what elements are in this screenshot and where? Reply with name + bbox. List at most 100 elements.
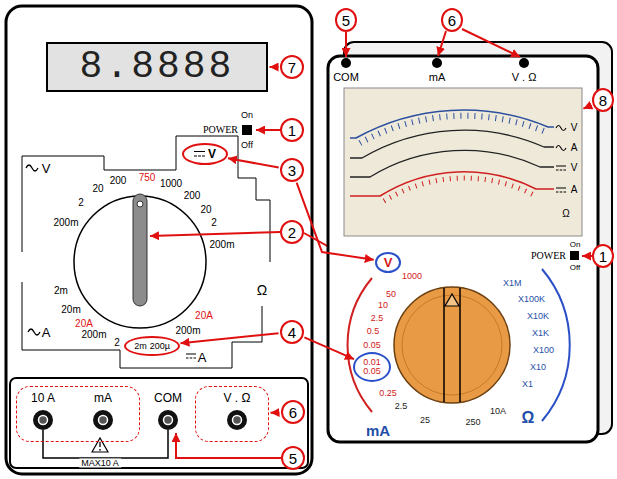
selector-knob [402,295,502,395]
terminal-group: V . Ω [195,386,269,442]
scale-arc [350,130,554,158]
input-jack [158,410,178,430]
scale-ticks [384,178,534,201]
range-label: X100 [533,346,554,355]
range-label: X10 [530,363,546,372]
callout-number: 5 [342,13,350,28]
callout-arrow [270,66,279,68]
lcd-display: 8.8888 [46,42,268,92]
range-label: 1000 [402,272,422,281]
input-jack [233,416,242,425]
range-label: X1M [503,279,522,288]
scale-label: A [571,143,578,153]
range-label: 25 [420,416,430,425]
terminal-label: COM [333,72,359,83]
scale-arc [350,172,554,196]
highlight-ellipse: 0.010.05 [353,352,391,382]
input-jack [93,410,113,430]
range-label: 1000 [160,179,182,189]
scale-label: A [571,185,578,195]
power-switch [570,251,579,260]
callout-number: 6 [448,13,456,28]
dc-symbol [186,354,196,358]
range-label: 20m [61,305,80,315]
callout-number: 3 [280,158,304,182]
range-label: X10K [527,312,549,321]
knob-pointer-mark [445,294,459,306]
range-label: 0.25 [379,389,397,398]
dc-symbol [556,188,566,192]
callout-number: 4 [288,325,296,340]
switch-state: Off [570,264,581,272]
callout-number: 3 [288,163,296,178]
range-label: X1K [532,329,549,338]
range-label: 10 [378,301,388,310]
range-label: 2m [54,286,68,296]
callout-arrow [297,183,374,260]
switch-state: On [241,111,253,120]
ac-symbol [556,146,566,151]
range-label: 20 [92,184,103,194]
function-symbol: V [42,162,51,175]
ac-symbol [28,329,40,335]
callout-number: 8 [592,88,614,112]
input-jack [227,410,247,430]
range-label: X100K [518,295,545,304]
terminal-panel [10,378,308,468]
terminal-label: mA [94,392,112,404]
scale-ticks [360,116,546,143]
range-label: 200 [184,191,201,201]
scale-label: Ω [562,209,569,219]
terminal-group: 10 AmA [16,386,140,442]
function-symbol: mA [366,423,390,438]
callout-number: 8 [599,93,607,108]
warning-triangle [99,442,100,447]
input-jack [519,58,529,68]
range-label: 200m [175,326,200,336]
callout-arrow [270,411,279,413]
switch-state: Off [241,141,253,150]
function-symbol: Ω [257,283,267,297]
callout-number: 7 [280,55,304,79]
callout-number: 4 [280,320,304,344]
range-label: 200µ [150,342,170,351]
scale-panel [344,88,582,236]
dial-pointer [133,194,147,306]
scale-arc [350,150,554,177]
power-switch [242,125,252,135]
warning-triangle [99,449,101,451]
analog-scale-panel: VAVAΩ [344,88,582,236]
callout-arrow [228,158,279,167]
callout-number: 2 [280,220,304,244]
leader-arrow [582,255,592,257]
leader-arrow [345,32,347,57]
range-label: 20 [200,205,211,215]
function-symbol: A [42,326,51,339]
ac-symbol [26,165,38,171]
input-jack [39,416,48,425]
input-jack [432,58,442,68]
dial-pointer-mark [137,201,143,207]
range-label: 0.01 [363,358,381,367]
range-label: 2 [211,218,217,228]
range-label: 20A [195,311,213,321]
function-symbol: V [208,148,216,160]
highlight-ellipse: V [182,143,228,165]
leader-arrow [176,433,281,458]
switch-state: On [570,241,581,249]
input-jack [99,416,108,425]
range-label: 50 [386,290,396,299]
power-label: POWER [203,125,238,135]
callout-number: 1 [280,118,304,142]
callout-number: 5 [335,8,357,32]
digital-meter-housing [6,6,312,474]
range-label: 2 [114,338,120,348]
range-label: 2.5 [371,314,384,323]
callout-number: 2 [288,225,296,240]
range-label: 10A [490,407,506,416]
range-label: 200m [81,330,106,340]
leader-arrow [150,232,280,236]
range-label: 200 [110,176,127,186]
terminal-label: V . Ω [512,72,537,83]
fuse-wire [43,430,168,458]
